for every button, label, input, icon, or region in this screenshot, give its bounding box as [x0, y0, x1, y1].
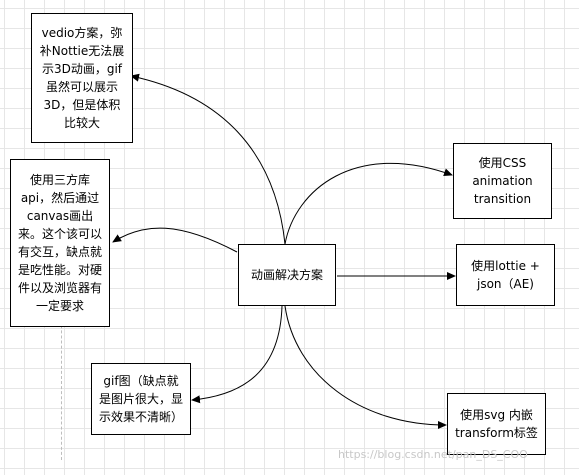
watermark-text: https://blog.csdn.net/pan_DS_COO: [338, 448, 528, 461]
edge-to-third-party: [112, 227, 238, 253]
node-animation-solutions[interactable]: 动画解决方案: [238, 244, 336, 306]
edge-to-svg: [284, 305, 447, 429]
edge-to-css: [284, 162, 453, 245]
node-svg-transform[interactable]: 使用svg 内嵌 transform标签: [447, 393, 546, 455]
guide-line: [61, 300, 62, 460]
edge-to-gif: [191, 305, 283, 404]
node-gif-image[interactable]: gif图（缺点就 是图片很大，显 示效果不清晰）: [91, 363, 191, 435]
node-lottie-json[interactable]: 使用lottie + json（AE): [456, 244, 555, 306]
node-css-animation[interactable]: 使用CSS animation transition: [453, 143, 552, 219]
edge-to-video: [130, 73, 286, 245]
node-third-party-library[interactable]: 使用三方库 api，然后通过 canvas画出 来。这个该可以 有交互，缺点就 …: [10, 159, 110, 327]
node-video-solution[interactable]: vedio方案，弥 补Nottie无法展 示3D动画，gif 虽然可以展示 3D…: [31, 13, 133, 143]
